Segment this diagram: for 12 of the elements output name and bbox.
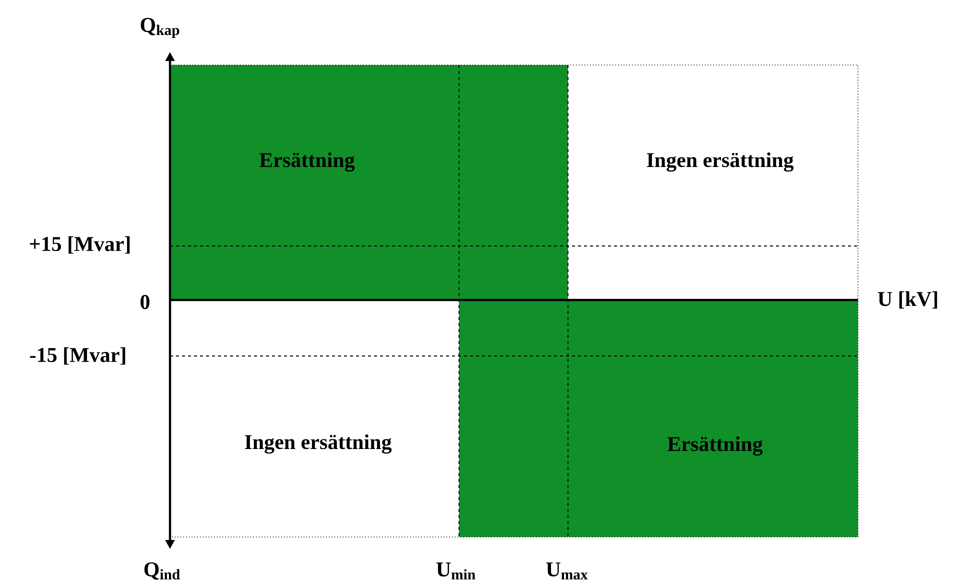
region-label: Ersättning xyxy=(260,152,355,172)
axis-label: -15 [Mvar] xyxy=(30,347,126,365)
axis-label: Q$_{kap}$ xyxy=(140,18,180,38)
axis-label: U$_{max}$ xyxy=(546,562,588,580)
axis-label: Q$_{ind}$ xyxy=(144,562,180,580)
axis-label: U [kV] xyxy=(878,291,938,309)
axis-label: 0 xyxy=(140,294,150,310)
region-label: Ersättning xyxy=(668,436,763,456)
region-label: Ingen ersättning xyxy=(244,434,392,454)
axis-label: +15 [Mvar] xyxy=(30,236,130,254)
region-label: Ingen ersättning xyxy=(646,152,794,172)
axis-label: U$_{min}$ xyxy=(436,562,476,580)
